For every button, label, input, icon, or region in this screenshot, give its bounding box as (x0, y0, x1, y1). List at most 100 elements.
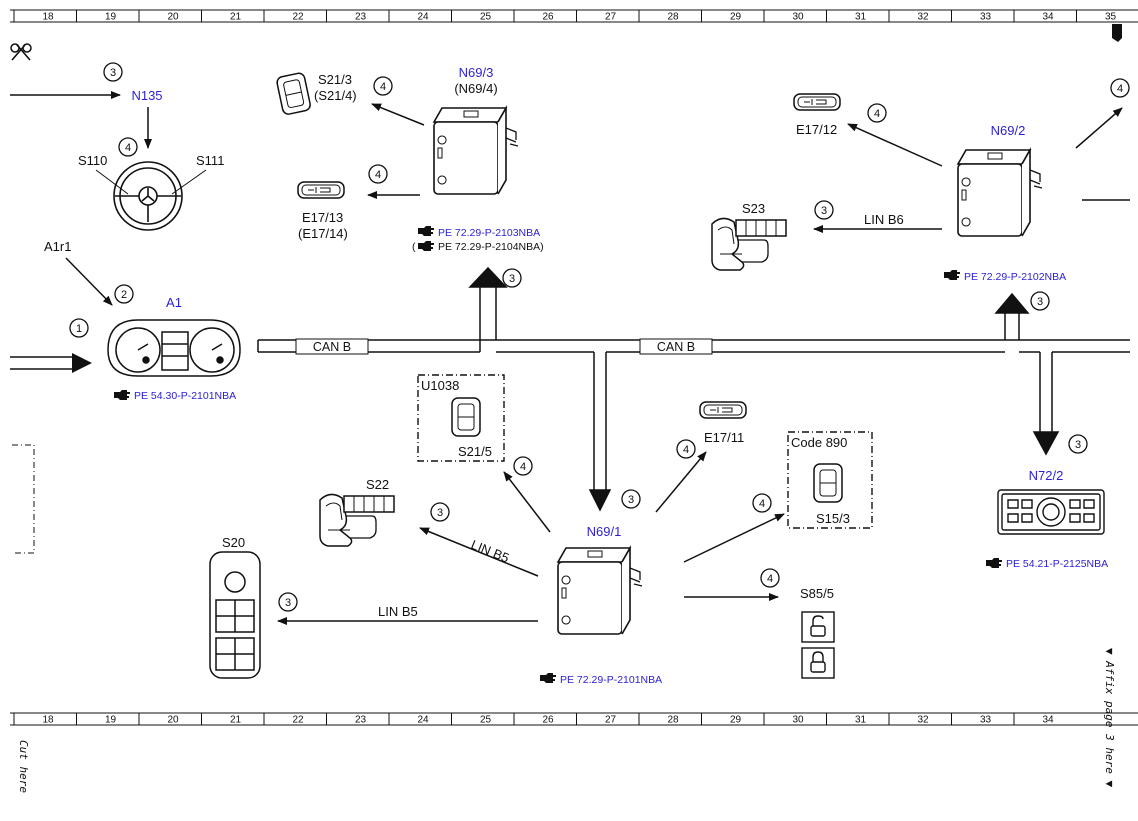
ruler-tick-label: 33 (980, 715, 992, 726)
ruler-tick-label: 32 (917, 12, 929, 23)
n69-4-ref-prefix: ( (412, 241, 416, 253)
n69-2-ref: PE 72.29-P-2102NBA (964, 271, 1066, 283)
n69-1-label: N69/1 (587, 524, 622, 539)
svg-text:4: 4 (767, 573, 773, 585)
ruler-tick-label: 26 (542, 12, 554, 23)
svg-text:3: 3 (1075, 439, 1081, 451)
s23-label: S23 (742, 201, 765, 216)
e17-13-lamp-icon (297, 181, 345, 199)
e17-13-label: E17/13 (302, 210, 343, 225)
callout-c-e17-13: 4 (368, 164, 388, 184)
ruler-tick-label: 32 (917, 715, 929, 726)
s15-3-switch-icon (813, 463, 843, 503)
lin-b6-label: LIN B6 (864, 212, 904, 227)
u1038-label: U1038 (421, 378, 459, 393)
callout-c-n69-2-up: 3 (1030, 291, 1050, 311)
dashed-edge-marker (12, 444, 35, 554)
ruler-tick-label: 34 (1042, 715, 1054, 726)
ruler-tick-label: 27 (605, 12, 617, 23)
lin-b5-diag-label: LIN B5 (469, 537, 511, 566)
ruler-tick-label: 23 (355, 12, 367, 23)
n69-1-to-s15-3-arrow (683, 513, 785, 563)
s20-label: S20 (222, 535, 245, 550)
ruler-tick-label: 31 (855, 715, 867, 726)
svg-text:4: 4 (683, 444, 689, 456)
n69-3-label: N69/3 (459, 65, 494, 80)
a1r1-label: A1r1 (44, 239, 71, 254)
ruler-tick-label: 24 (417, 715, 429, 726)
pointing-hand-icon (114, 390, 130, 400)
e17-12-label: E17/12 (796, 122, 837, 137)
ruler-tick-label: 29 (730, 715, 742, 726)
s22-seat-switch-icon (319, 493, 395, 547)
lock-icon (801, 647, 835, 679)
callout-c-n72-2: 3 (1068, 434, 1088, 454)
input-arrow (10, 353, 92, 373)
ruler-tick-label: 27 (605, 715, 617, 726)
s21-4-label: (S21/4) (314, 88, 357, 103)
svg-text:3: 3 (110, 67, 116, 79)
callout-c-wheel: 4 (118, 137, 138, 157)
u1038-box (417, 374, 505, 462)
a1r1-arrow (65, 257, 113, 306)
pencil-icon (1112, 24, 1122, 42)
s21-5-label: S21/5 (458, 444, 492, 459)
n69-2-to-e17-12-arrow (847, 123, 943, 167)
ruler-tick-label: 26 (542, 715, 554, 726)
callout-c-s22: 3 (430, 502, 450, 522)
callout-c-e17-12: 4 (867, 103, 887, 123)
svg-text:4: 4 (874, 108, 880, 120)
s20-window-switch-icon (209, 551, 261, 679)
code-890-box (787, 431, 873, 529)
ruler-tick-label: 35 (1105, 12, 1117, 23)
ruler-tick-label: 29 (730, 12, 742, 23)
svg-text:3: 3 (285, 597, 291, 609)
can-b-bus (257, 266, 1130, 512)
ruler-tick-label: 23 (355, 715, 367, 726)
n69-3-to-s21-3-arrow (371, 103, 425, 126)
callout-c-code890: 4 (752, 493, 772, 513)
ruler-tick-label: 30 (792, 715, 804, 726)
ruler-tick-label: 28 (667, 12, 679, 23)
s110-leader (95, 169, 129, 195)
svg-text:4: 4 (759, 498, 765, 510)
can-b-label-left: CAN B (313, 340, 351, 354)
n69-1-control-module-icon (557, 547, 643, 635)
svg-text:3: 3 (628, 494, 634, 506)
unlock-icon (801, 611, 835, 643)
e17-14-label: (E17/14) (298, 226, 348, 241)
e17-11-lamp-icon (699, 401, 747, 419)
can-b-label-right: CAN B (657, 340, 695, 354)
e17-11-label: E17/11 (704, 430, 744, 445)
n69-1-to-s21-5-arrow (503, 471, 551, 533)
ruler-tick-label: 25 (480, 715, 492, 726)
callout-c-e17-11: 4 (676, 439, 696, 459)
ruler-tick-label: 24 (417, 12, 429, 23)
climate-control-panel-icon (997, 489, 1105, 535)
lin-b5-label: LIN B5 (378, 604, 418, 619)
svg-text:3: 3 (821, 205, 827, 217)
ruler-tick-label: 34 (1042, 12, 1054, 23)
callout-c-u1038: 4 (513, 456, 533, 476)
n69-3-ref: PE 72.29-P-2103NBA (438, 227, 540, 239)
ruler-tick-label: 25 (480, 12, 492, 23)
ruler-tick-label: 19 (105, 12, 117, 23)
ruler-tick-label: 28 (667, 715, 679, 726)
n69-1-to-s22-arrow (419, 527, 539, 577)
ruler-tick-label: 31 (855, 12, 867, 23)
instrument-cluster-icon (107, 319, 241, 377)
n69-3-control-module-icon (433, 107, 519, 195)
svg-text:4: 4 (125, 142, 131, 154)
ruler-tick-label: 21 (230, 715, 242, 726)
s23-seat-switch-icon (711, 217, 787, 271)
callout-c-edge: 4 (1110, 78, 1130, 98)
cut-here-text: Cut here (17, 740, 30, 793)
code-890-label: Code 890 (791, 435, 847, 450)
pointing-hand-icon (540, 673, 556, 683)
ruler-tick-label: 33 (980, 12, 992, 23)
svg-text:4: 4 (520, 461, 526, 473)
n135-label: N135 (131, 88, 162, 103)
s21-3-label: S21/3 (318, 72, 352, 87)
svg-text:1: 1 (76, 323, 82, 335)
